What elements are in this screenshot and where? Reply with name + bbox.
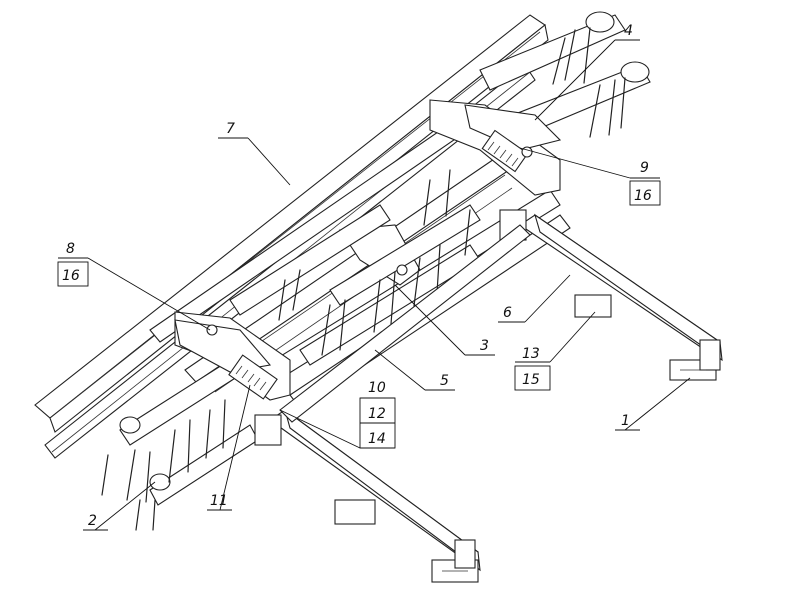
callout-9-sub: 16 — [634, 188, 652, 204]
callout-13-sub: 15 — [522, 372, 540, 388]
callout-8-sub: 16 — [62, 268, 80, 284]
callout-labels: 1 2 3 4 5 6 7 8 16 9 16 10 12 14 11 13 1… — [62, 23, 652, 529]
callout-1: 1 — [621, 413, 630, 429]
leader-lines — [58, 39, 691, 531]
roller-assembly — [101, 11, 651, 531]
callout-4: 4 — [624, 23, 633, 39]
callout-11: 11 — [210, 493, 228, 509]
callout-box-8-16 — [57, 261, 89, 287]
lever-springs — [174, 104, 562, 400]
callout-box-13-15 — [514, 365, 551, 391]
callout-14: 14 — [368, 431, 386, 447]
callout-8: 8 — [66, 241, 75, 257]
callout-13: 13 — [522, 346, 540, 362]
callout-10: 10 — [368, 380, 386, 396]
callout-12: 12 — [368, 406, 386, 422]
callout-box-9-16 — [629, 180, 661, 206]
callout-6: 6 — [503, 305, 512, 321]
callout-2: 2 — [88, 513, 97, 529]
callout-9: 9 — [640, 160, 649, 176]
hitch-pads — [334, 294, 721, 583]
callout-5: 5 — [440, 373, 449, 389]
drawbar — [254, 209, 723, 572]
callout-3: 3 — [480, 338, 489, 354]
callout-7: 7 — [226, 121, 235, 137]
